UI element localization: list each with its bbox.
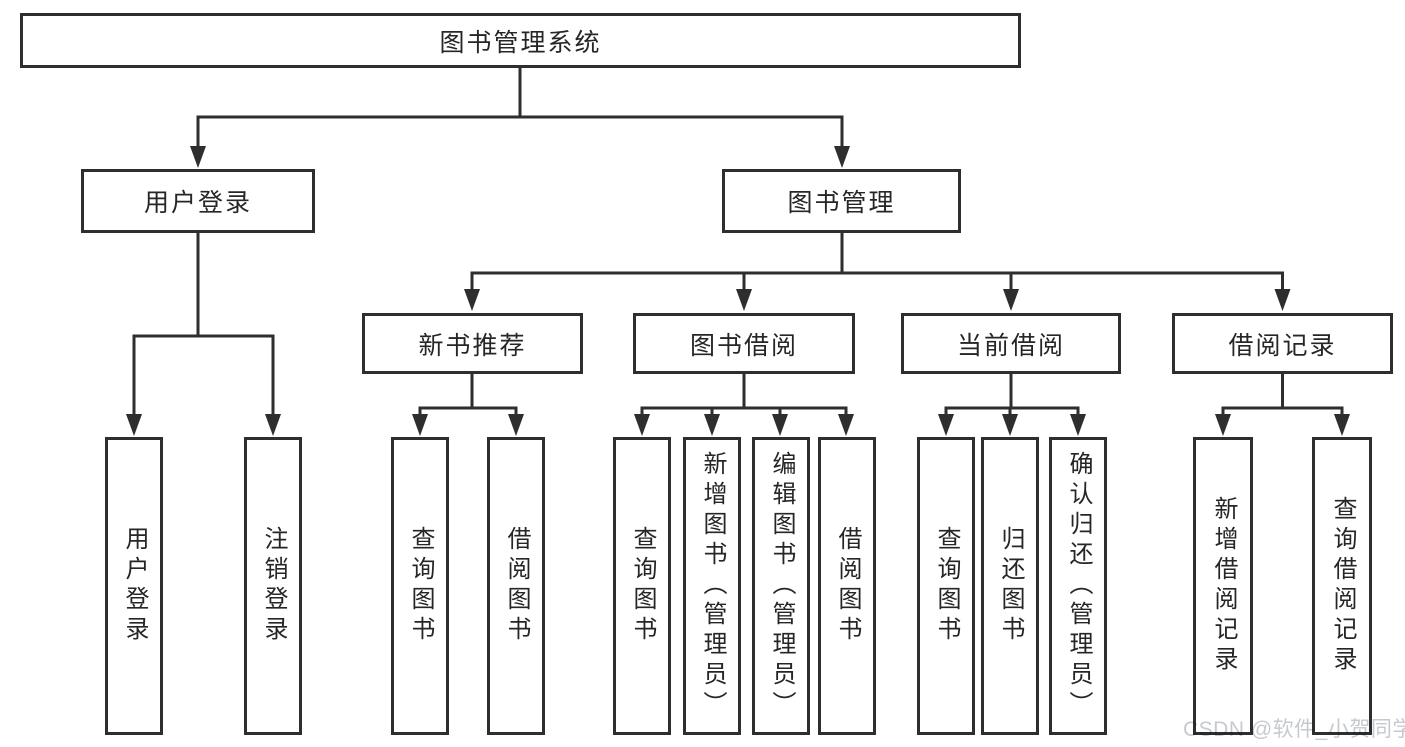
node-label: 借阅图书 xyxy=(834,526,861,646)
leaf-borrowing-borrow-books: 借阅图书 xyxy=(818,437,876,735)
node-library-system: 图书管理系统 xyxy=(20,13,1021,68)
node-label: 新书推荐 xyxy=(418,331,527,360)
node-user-login: 用户登录 xyxy=(81,169,315,233)
leaf-borrowing-add-books-admin: 新增图书（管理员） xyxy=(683,437,741,735)
node-label: 用户登录 xyxy=(143,189,252,217)
watermark: CSDN @软件_小贺同学 xyxy=(1183,718,1405,741)
node-label: 图书借阅 xyxy=(689,331,798,360)
node-label: 查询图书 xyxy=(629,526,656,646)
leaf-records-query-record: 查询借阅记录 xyxy=(1312,437,1372,735)
node-label: 归还图书 xyxy=(997,526,1024,646)
node-label: 借阅记录 xyxy=(1228,331,1337,360)
leaf-borrowing-edit-books-admin: 编辑图书（管理员） xyxy=(752,437,810,735)
node-book-management: 图书管理 xyxy=(722,169,961,233)
node-borrowing-records: 借阅记录 xyxy=(1172,313,1393,374)
node-label: 当前借阅 xyxy=(956,331,1065,360)
node-book-borrowing: 图书借阅 xyxy=(633,313,855,374)
node-label: 查询图书 xyxy=(407,526,434,646)
leaf-recommend-query-books: 查询图书 xyxy=(391,437,449,735)
node-label: 注销登录 xyxy=(260,526,287,646)
node-label: 图书管理系统 xyxy=(439,28,602,57)
node-label: 编辑图书（管理员） xyxy=(768,451,795,721)
node-label: 新增借阅记录 xyxy=(1210,496,1237,676)
node-label: 确认归还（管理员） xyxy=(1065,451,1092,721)
leaf-current-return-books: 归还图书 xyxy=(981,437,1039,735)
leaf-current-query-books: 查询图书 xyxy=(917,437,975,735)
leaf-borrowing-query-books: 查询图书 xyxy=(613,437,671,735)
leaf-user-login: 用户登录 xyxy=(105,437,163,735)
node-label: 借阅图书 xyxy=(503,526,530,646)
node-label: 新增图书（管理员） xyxy=(699,451,726,721)
leaf-current-confirm-return-admin: 确认归还（管理员） xyxy=(1049,437,1107,735)
node-new-book-recommend: 新书推荐 xyxy=(362,313,583,374)
node-label: 图书管理 xyxy=(787,189,896,217)
node-label: 用户登录 xyxy=(121,526,148,646)
node-current-borrowing: 当前借阅 xyxy=(901,313,1121,374)
node-label: 查询借阅记录 xyxy=(1329,496,1356,676)
leaf-records-add-record: 新增借阅记录 xyxy=(1193,437,1253,735)
leaf-recommend-borrow-books: 借阅图书 xyxy=(487,437,545,735)
node-label: 查询图书 xyxy=(933,526,960,646)
leaf-logout: 注销登录 xyxy=(244,437,302,735)
